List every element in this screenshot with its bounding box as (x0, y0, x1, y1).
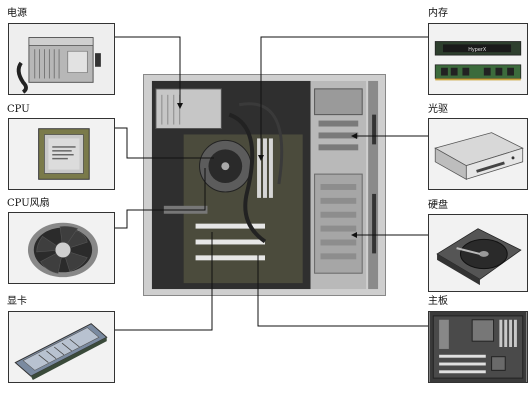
memory-module-icon: HyperX (429, 24, 527, 94)
power-supply-icon (9, 24, 114, 94)
psu-photo (8, 23, 115, 95)
ram-label: 内存 (428, 8, 448, 20)
gpu-photo (8, 311, 115, 383)
cpu-chip-icon (9, 119, 114, 189)
optical-drive-icon (429, 119, 527, 189)
pc-case-interior-icon (144, 75, 385, 295)
cpu-fan-photo (8, 212, 115, 284)
motherboard-label: 主板 (428, 296, 448, 308)
optical-drive-photo (428, 118, 528, 190)
optical-drive-label: 光驱 (428, 104, 448, 116)
hard-disk-label: 硬盘 (428, 200, 448, 212)
hard-disk-photo (428, 214, 528, 292)
hard-disk-icon (429, 215, 527, 291)
cpu-photo (8, 118, 115, 190)
psu-label: 电源 (7, 8, 27, 20)
motherboard-icon (429, 312, 527, 382)
svg-text:HyperX: HyperX (468, 47, 487, 53)
pc-case (143, 74, 386, 296)
cpu-fan-icon (9, 213, 114, 283)
cpu-label: CPU (7, 104, 30, 116)
ram-photo: HyperX (428, 23, 528, 95)
cpu-fan-label: CPU风扇 (7, 198, 50, 210)
graphics-card-icon (9, 312, 114, 382)
gpu-label: 显卡 (7, 296, 27, 308)
motherboard-photo (428, 311, 528, 383)
